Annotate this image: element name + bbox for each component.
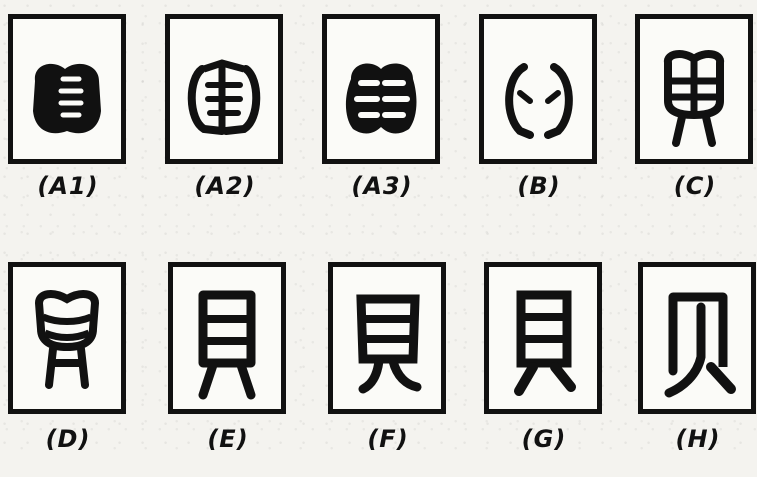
panel-label: (B) [471,172,607,200]
glyph-frame [165,14,283,164]
glyph-frame [8,14,126,164]
panel-d: (D) [0,262,150,477]
panel-label: (A3) [314,172,450,200]
bronze-bei-glyph [13,267,121,407]
glyph-frame [8,262,126,414]
shell-legs-glyph [640,19,748,159]
panel-label: (D) [0,425,136,453]
panel-label: (H) [630,425,757,453]
clerical-bei-glyph [333,267,441,407]
panel-label: (C) [627,172,757,200]
panel-b: (B) [471,0,621,215]
panel-label: (F) [320,425,456,453]
glyph-frame [484,262,602,414]
panel-label: (E) [160,425,296,453]
shell-open-glyph [484,19,592,159]
shell-outline-glyph [170,19,278,159]
panel-a2: (A2) [157,0,307,215]
glyph-frame [322,14,440,164]
panel-f: (F) [320,262,470,477]
glyph-frame [638,262,756,414]
panel-label: (A2) [157,172,293,200]
panel-a1: (A1) [0,0,150,215]
simplified-bei-glyph [643,267,751,407]
panel-label: (A1) [0,172,136,200]
regular-bei-glyph [489,267,597,407]
glyph-frame [328,262,446,414]
panel-c: (C) [627,0,757,215]
glyph-frame [479,14,597,164]
glyph-frame [635,14,753,164]
shell-solid-glyph [13,19,121,159]
glyph-frame [168,262,286,414]
panel-a3: (A3) [314,0,464,215]
panel-h: (H) [630,262,757,477]
shell-ribbed-glyph [327,19,435,159]
seal-bei-glyph [173,267,281,407]
panel-g: (G) [476,262,626,477]
panel-e: (E) [160,262,310,477]
panel-label: (G) [476,425,612,453]
